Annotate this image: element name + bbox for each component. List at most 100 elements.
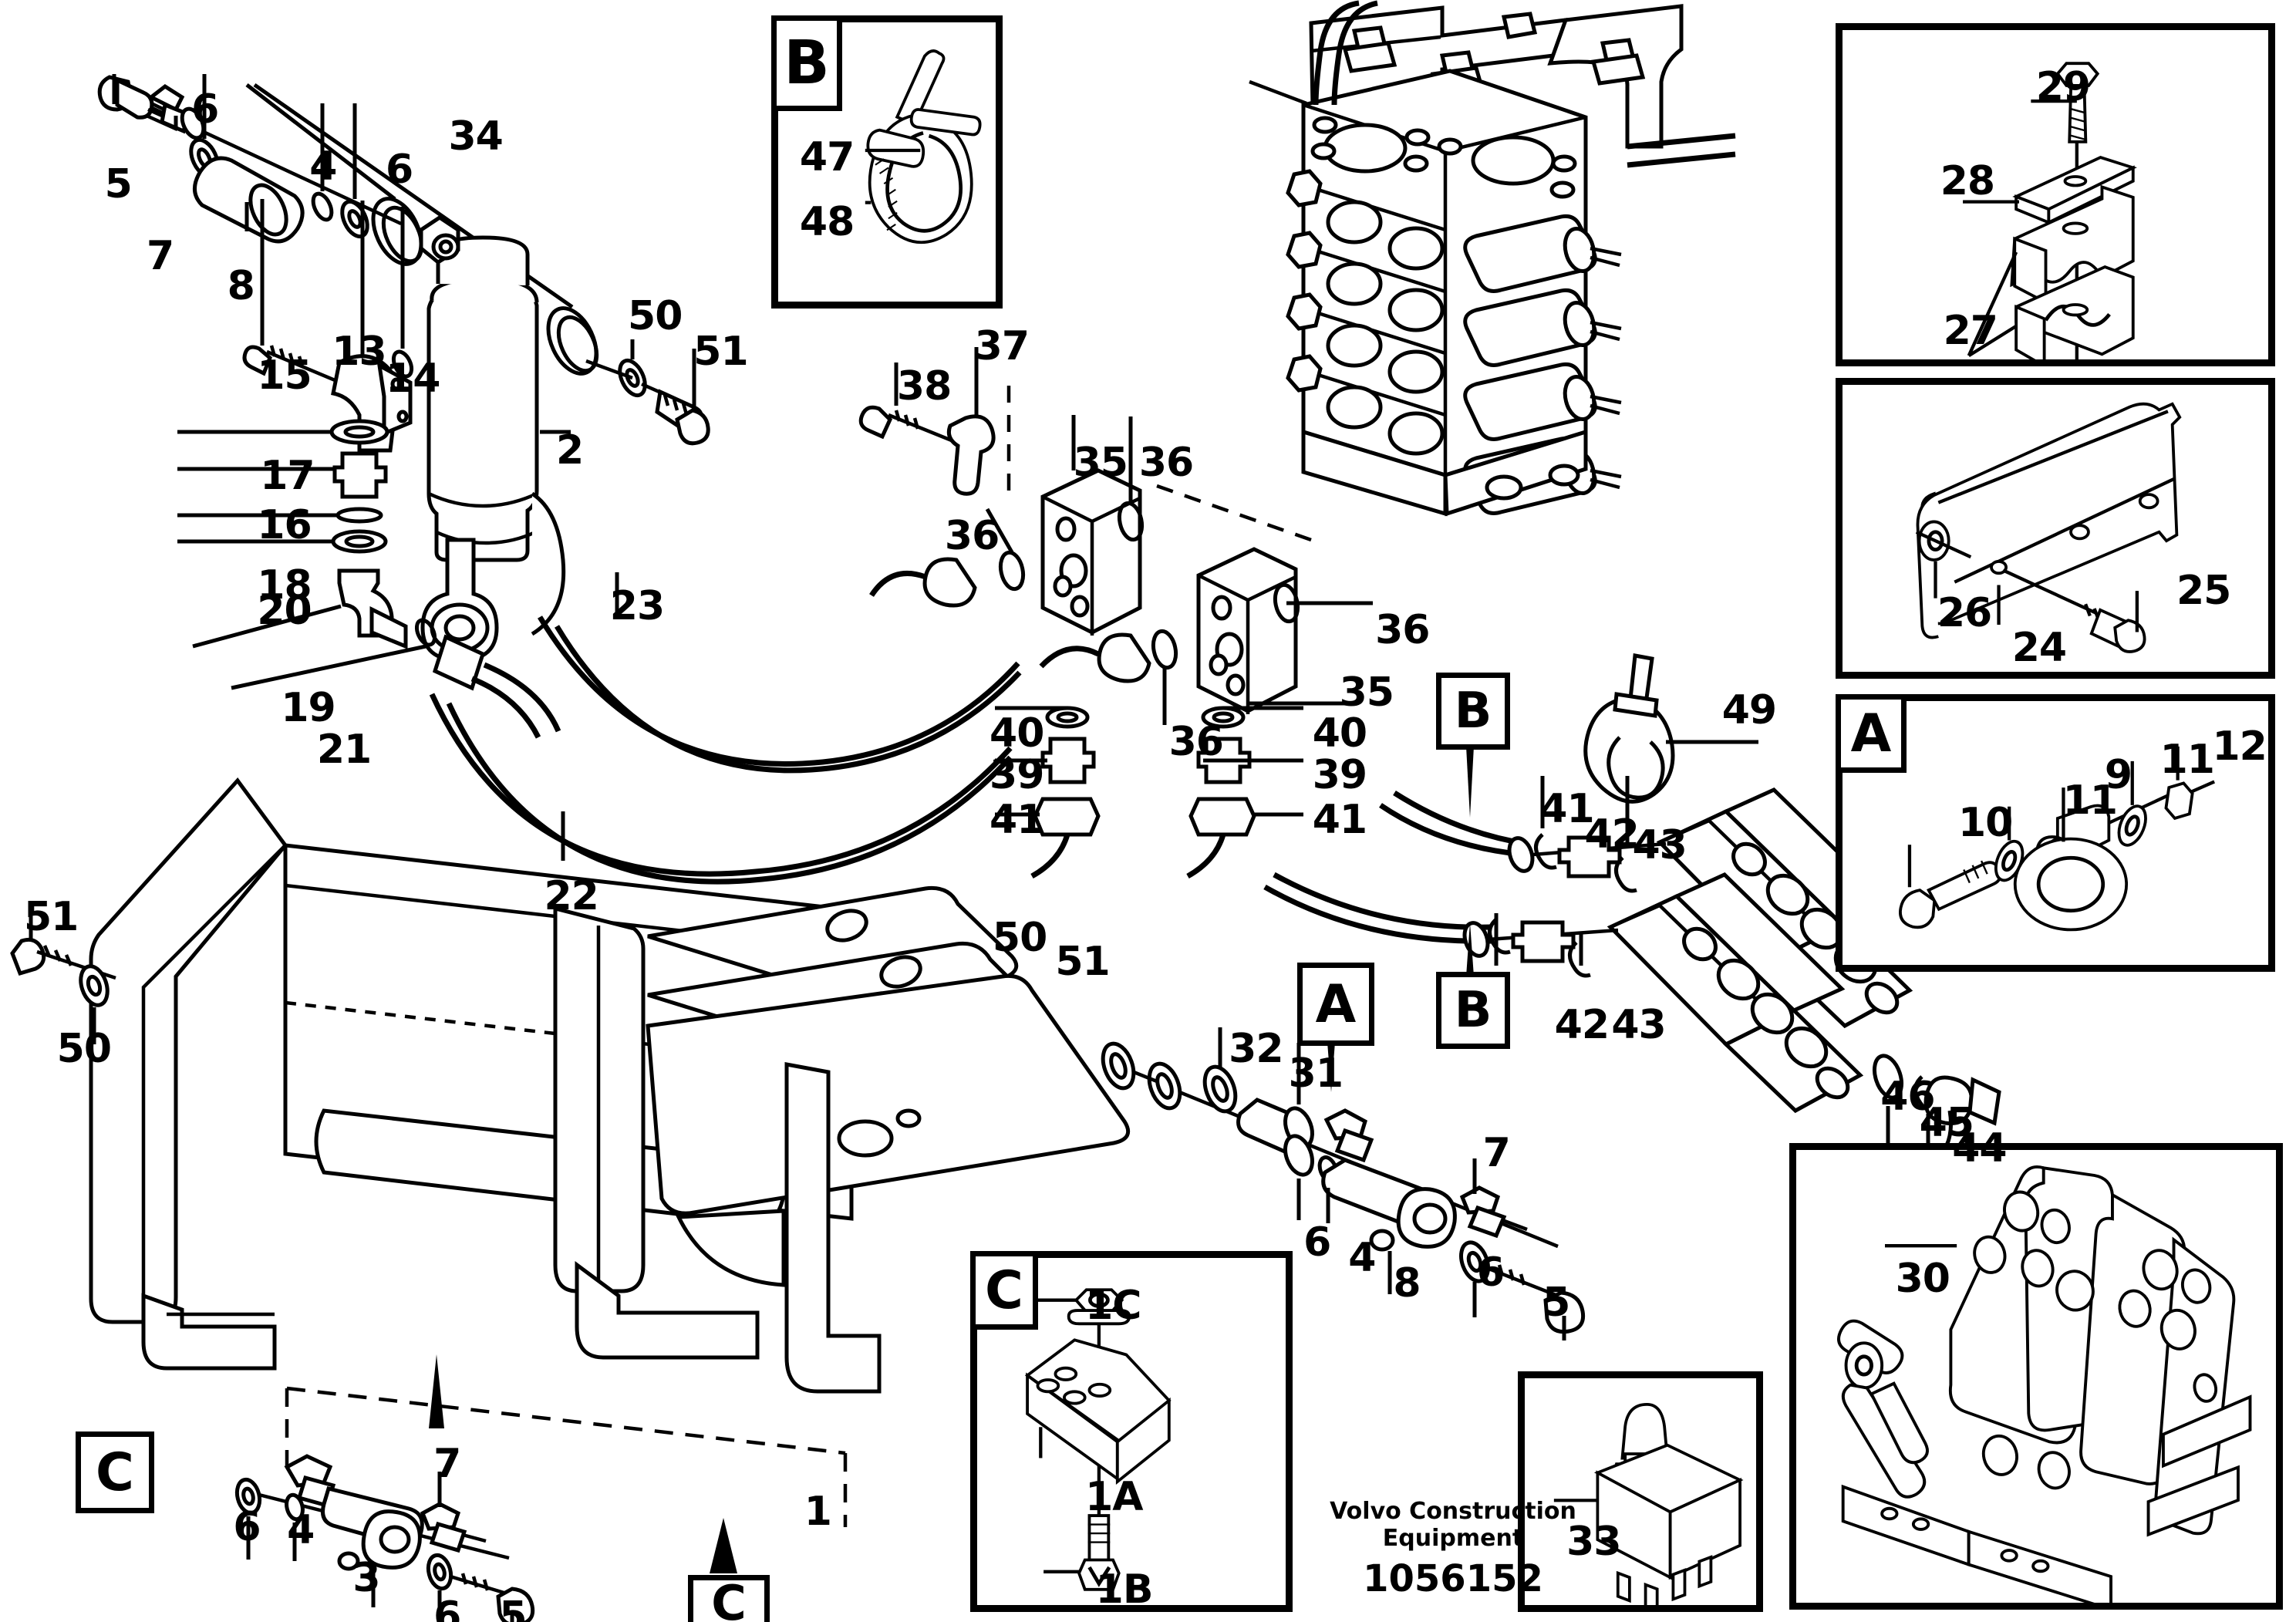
callout-36: 36 (1375, 606, 1430, 653)
callout-35: 35 (1073, 439, 1128, 486)
callout-2: 2 (555, 427, 584, 474)
callout-1b: 1B (1095, 1566, 1154, 1614)
callout-33: 33 (1566, 1519, 1621, 1566)
detail-label-a: A (1836, 694, 1907, 773)
callout-44: 44 (1952, 1125, 2007, 1172)
callout-21: 21 (316, 726, 372, 773)
callout-16: 16 (257, 502, 312, 549)
callout-8: 8 (227, 263, 255, 309)
callout-1a: 1A (1085, 1473, 1143, 1520)
ref-marker-c-lower: C (688, 1575, 770, 1622)
callout-43: 43 (1611, 1001, 1666, 1048)
callout-1c: 1C (1085, 1282, 1141, 1329)
ref-marker-a-lower-text: A (1315, 973, 1357, 1035)
cable-tie-49 (1583, 653, 1758, 804)
callout-31: 31 (1288, 1050, 1344, 1098)
callout-29: 29 (2035, 64, 2091, 111)
callout-5: 5 (104, 161, 133, 208)
plate-assembly-art (1024, 1288, 1172, 1591)
ref-marker-b-lower: B (1436, 972, 1510, 1049)
ref-marker-c-left: C (76, 1431, 154, 1513)
callout-26: 26 (1937, 590, 1992, 637)
guard-art (1915, 402, 2182, 653)
detail-label-b-top-text: B (784, 29, 830, 98)
callout-6: 6 (191, 86, 219, 133)
callout-22: 22 (544, 872, 598, 919)
fork-carrier-assembly (89, 777, 1131, 1394)
ref-marker-b-lower-text: B (1454, 982, 1492, 1039)
callout-7: 7 (1482, 1130, 1511, 1177)
callout-11: 11 (2159, 737, 2215, 784)
ref-marker-a-lower: A (1297, 963, 1374, 1046)
elbow-fitting-stack (177, 199, 561, 739)
hose-clamp-art (865, 49, 982, 244)
detail-panel-attachment-frame (1789, 1143, 2283, 1612)
brand-block: Volvo Construction Equipment 1056152 (1322, 1498, 1584, 1600)
ref-marker-b-mid-text: B (1454, 683, 1492, 740)
detail-label-c: C (970, 1251, 1038, 1330)
callout-41: 41 (1312, 796, 1367, 843)
part-number: 1056152 (1363, 1556, 1543, 1600)
bolt-51-50-lower-left (10, 904, 116, 1044)
callout-45: 45 (1919, 1100, 1974, 1147)
quick-coupler-assembly (1263, 776, 2001, 1179)
toggle-switch-art (1553, 1403, 1744, 1617)
callout-1: 1 (804, 1489, 832, 1536)
callout-15: 15 (257, 352, 312, 400)
callout-40: 40 (1312, 710, 1367, 757)
callout-11: 11 (2062, 777, 2118, 824)
flange-blocks-35 (858, 347, 1373, 879)
callout-40: 40 (990, 710, 1044, 757)
callout-30: 30 (1895, 1256, 1950, 1302)
callout-34: 34 (448, 113, 503, 160)
callout-17: 17 (260, 453, 315, 500)
callout-6: 6 (386, 146, 413, 193)
callout-12: 12 (2212, 723, 2267, 770)
callout-19: 19 (281, 684, 335, 731)
detail-panel-pipe-clamp (1836, 23, 2275, 369)
callout-18: 18 (257, 561, 312, 609)
callout-3: 3 (352, 1554, 380, 1601)
callout-4: 4 (1348, 1234, 1376, 1281)
pin-assembly-center-bottom (1101, 1027, 1586, 1340)
detail-label-b-top: B (771, 15, 842, 111)
callout-42: 42 (1554, 1001, 1610, 1048)
brand-line-1: Volvo Construction (1330, 1498, 1576, 1525)
callout-8: 8 (1393, 1259, 1421, 1307)
callout-39: 39 (990, 751, 1044, 798)
callout-46: 46 (1880, 1073, 1935, 1120)
callout-6: 6 (1476, 1249, 1505, 1297)
callout-38: 38 (896, 363, 952, 410)
callout-23: 23 (609, 582, 665, 629)
control-valve-block (1249, 0, 1736, 517)
callout-50: 50 (56, 1025, 112, 1072)
callout-41: 41 (1539, 786, 1594, 833)
callout-6: 6 (433, 1593, 461, 1622)
callout-51: 51 (693, 329, 748, 376)
callout-6: 6 (1303, 1219, 1331, 1266)
callout-43: 43 (1632, 821, 1687, 868)
bolt-50-51-upper (585, 339, 710, 446)
attachment-frame-art (1837, 1165, 2252, 1612)
callout-35: 35 (1339, 669, 1394, 717)
callout-37: 37 (974, 322, 1030, 369)
callout-7: 7 (146, 233, 174, 280)
hydraulic-cylinder-2 (419, 214, 571, 663)
callout-51: 51 (24, 893, 79, 940)
callout-13: 13 (332, 329, 386, 376)
callout-4: 4 (287, 1506, 315, 1553)
callout-41: 41 (990, 796, 1044, 843)
callout-28: 28 (1940, 158, 1995, 205)
callout-7: 7 (433, 1441, 461, 1488)
callout-20: 20 (257, 587, 312, 634)
callout-14: 14 (386, 356, 440, 403)
callout-48: 48 (799, 198, 855, 245)
callout-42: 42 (1584, 811, 1639, 858)
callout-39: 39 (1312, 751, 1367, 798)
callout-36: 36 (944, 512, 1000, 559)
callout-5: 5 (1542, 1280, 1570, 1327)
detail-label-c-text: C (985, 1259, 1023, 1321)
detail-panel-a-ring (1836, 694, 2275, 972)
ref-marker-b-mid: B (1436, 673, 1510, 750)
